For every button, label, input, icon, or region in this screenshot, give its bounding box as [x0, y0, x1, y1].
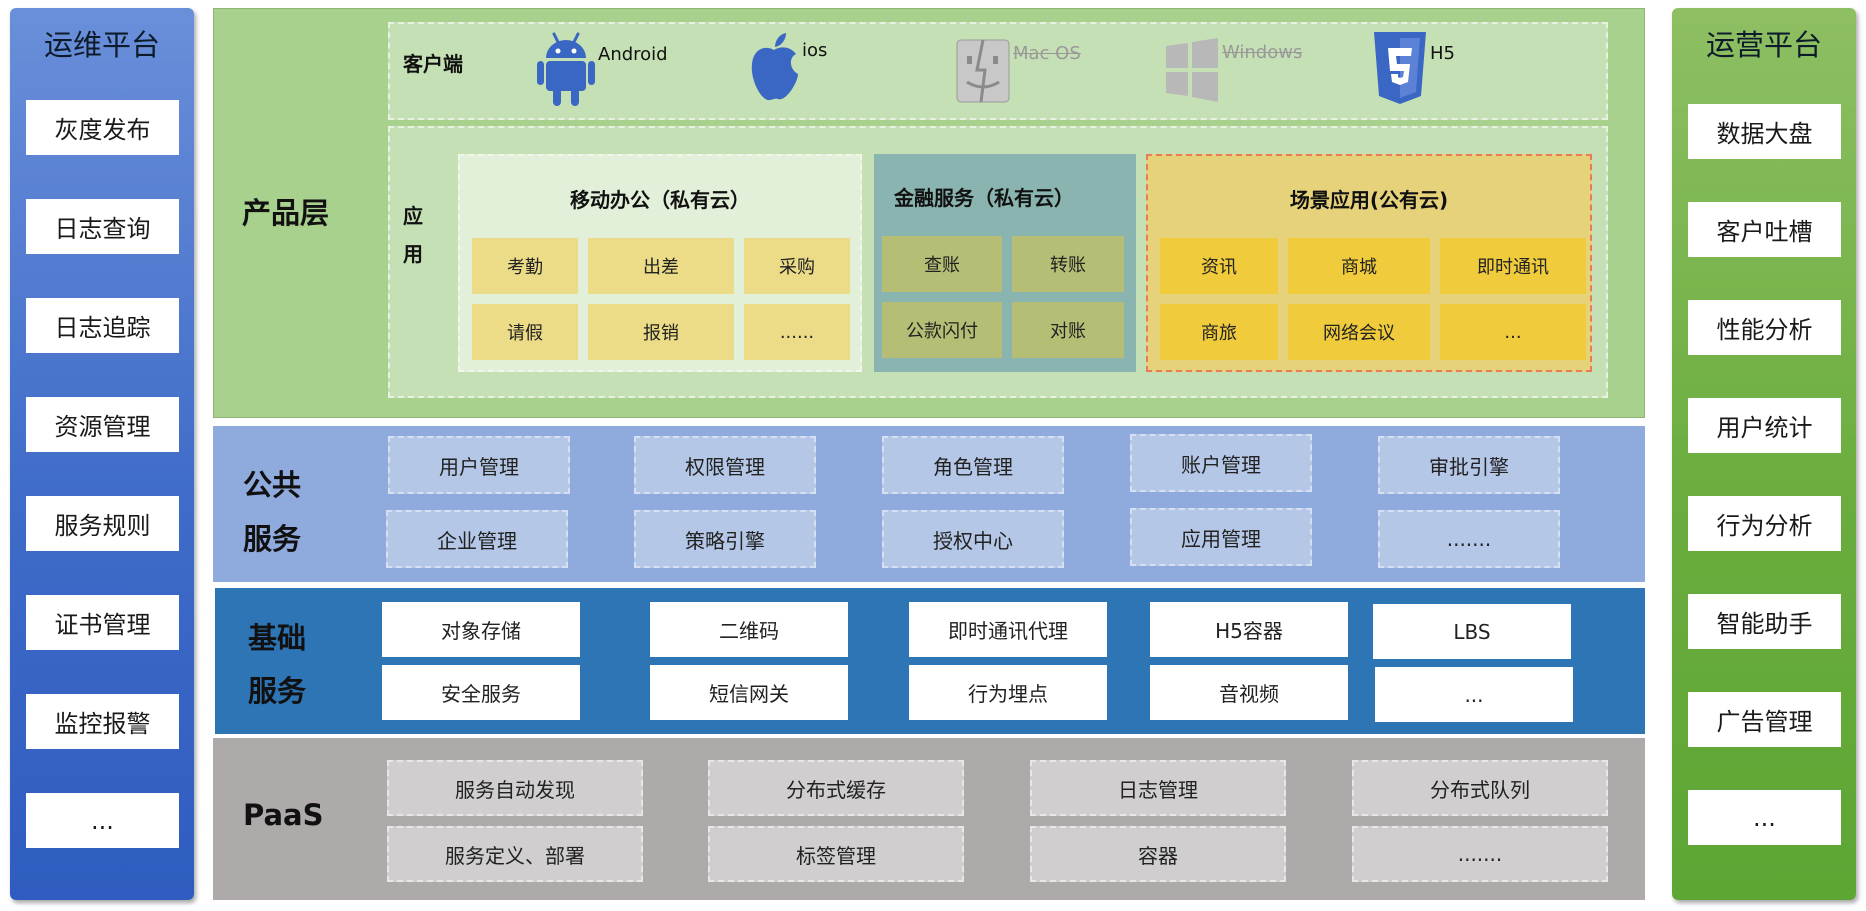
paas-item-log-mgmt[interactable]: 日志管理: [1030, 760, 1286, 816]
op-item-smart-assistant[interactable]: 智能助手: [1688, 594, 1841, 649]
base-item-h5-container[interactable]: H5容器: [1150, 602, 1348, 657]
public-item-app-mgmt[interactable]: 应用管理: [1130, 508, 1312, 566]
scene-item-mall[interactable]: 商城: [1288, 238, 1430, 294]
operation-platform-panel: 运营平台 数据大盘 客户吐槽 性能分析 用户统计 行为分析 智能助手 广告管理 …: [1672, 8, 1856, 900]
client-windows[interactable]: Windows: [1164, 34, 1302, 106]
base-item-qrcode[interactable]: 二维码: [650, 602, 848, 657]
finance-item-transfer[interactable]: 转账: [1012, 236, 1124, 292]
ops-item-monitor-alert[interactable]: 监控报警: [26, 694, 179, 749]
public-item-account-mgmt[interactable]: 账户管理: [1130, 434, 1312, 492]
html5-icon: [1374, 32, 1426, 104]
finance-service-group: 金融服务（私有云） 查账 转账 公款闪付 对账: [874, 154, 1136, 372]
ops-item-resource-mgmt[interactable]: 资源管理: [26, 397, 179, 452]
paas-layer-title: PaaS: [243, 798, 324, 832]
mobile-office-title: 移动办公（私有云）: [570, 188, 750, 212]
finance-item-check-account[interactable]: 查账: [882, 236, 1002, 292]
macos-finder-icon: [956, 39, 1010, 103]
base-item-event-tracking[interactable]: 行为埋点: [909, 665, 1107, 720]
client-h5-label: H5: [1430, 42, 1455, 64]
base-item-lbs[interactable]: LBS: [1373, 604, 1571, 659]
client-macos[interactable]: Mac OS: [955, 34, 1081, 108]
mobile-item-business-trip[interactable]: 出差: [588, 238, 734, 294]
scene-app-group: 场景应用(公有云) 资讯 商城 即时通讯 商旅 网络会议 ...: [1146, 154, 1592, 372]
ops-item-cert-mgmt[interactable]: 证书管理: [26, 595, 179, 650]
op-item-data-dashboard[interactable]: 数据大盘: [1688, 104, 1841, 159]
base-item-object-storage[interactable]: 对象存储: [382, 602, 580, 657]
public-item-more[interactable]: .......: [1378, 510, 1560, 568]
public-item-approval-engine[interactable]: 审批引擎: [1378, 436, 1560, 494]
scene-item-im[interactable]: 即时通讯: [1440, 238, 1586, 294]
windows-icon: [1166, 38, 1218, 102]
finance-item-public-quickpay[interactable]: 公款闪付: [882, 302, 1002, 358]
finance-item-reconcile[interactable]: 对账: [1012, 302, 1124, 358]
public-item-permission-mgmt[interactable]: 权限管理: [634, 436, 816, 494]
app-label-char-1: 应: [403, 204, 423, 228]
mobile-item-more[interactable]: ......: [744, 304, 850, 360]
client-macos-label: Mac OS: [1013, 42, 1081, 64]
mobile-item-leave[interactable]: 请假: [472, 304, 578, 360]
client-windows-label: Windows: [1222, 41, 1303, 63]
base-item-sms-gateway[interactable]: 短信网关: [650, 665, 848, 720]
paas-item-service-discovery[interactable]: 服务自动发现: [387, 760, 643, 816]
client-android[interactable]: Android: [536, 30, 668, 108]
public-service-title-line2: 服务: [243, 522, 302, 556]
public-item-role-mgmt[interactable]: 角色管理: [882, 436, 1064, 494]
base-service-title-line1: 基础: [248, 621, 307, 655]
apple-icon: [751, 33, 798, 101]
paas-item-container[interactable]: 容器: [1030, 826, 1286, 882]
public-item-enterprise-mgmt[interactable]: 企业管理: [386, 510, 568, 568]
op-item-customer-feedback[interactable]: 客户吐槽: [1688, 202, 1841, 257]
paas-item-tag-mgmt[interactable]: 标签管理: [708, 826, 964, 882]
client-h5[interactable]: H5: [1372, 30, 1455, 106]
ops-item-log-trace[interactable]: 日志追踪: [26, 298, 179, 353]
finance-service-title: 金融服务（私有云）: [894, 186, 1074, 210]
client-label: 客户端: [403, 52, 463, 76]
ops-item-gray-release[interactable]: 灰度发布: [26, 100, 179, 155]
client-ios-label: ios: [802, 39, 828, 61]
base-item-security[interactable]: 安全服务: [382, 665, 580, 720]
mobile-item-purchase[interactable]: 采购: [744, 238, 850, 294]
paas-item-more[interactable]: .......: [1352, 826, 1608, 882]
ops-platform-panel: 运维平台 灰度发布 日志查询 日志追踪 资源管理 服务规则 证书管理 监控报警 …: [10, 8, 194, 900]
public-item-user-mgmt[interactable]: 用户管理: [388, 436, 570, 494]
ops-item-log-query[interactable]: 日志查询: [26, 199, 179, 254]
client-ios[interactable]: ios: [748, 32, 827, 104]
paas-item-distributed-queue[interactable]: 分布式队列: [1352, 760, 1608, 816]
operation-platform-title: 运营平台: [1705, 28, 1822, 62]
scene-app-title: 场景应用(公有云): [1289, 188, 1449, 212]
android-icon: [537, 32, 595, 106]
product-layer-title: 产品层: [242, 196, 330, 230]
base-item-audio-video[interactable]: 音视频: [1150, 665, 1348, 720]
mobile-item-attendance[interactable]: 考勤: [472, 238, 578, 294]
base-item-im-proxy[interactable]: 即时通讯代理: [909, 602, 1107, 657]
ops-item-more[interactable]: ...: [26, 793, 179, 848]
paas-item-distributed-cache[interactable]: 分布式缓存: [708, 760, 964, 816]
scene-item-news[interactable]: 资讯: [1160, 238, 1278, 294]
scene-item-business-travel[interactable]: 商旅: [1160, 304, 1278, 360]
op-item-ad-mgmt[interactable]: 广告管理: [1688, 692, 1841, 747]
mobile-item-reimbursement[interactable]: 报销: [588, 304, 734, 360]
mobile-office-group: 移动办公（私有云） 考勤 出差 采购 请假 报销 ......: [458, 154, 862, 372]
base-item-more[interactable]: ...: [1375, 667, 1573, 722]
app-label-char-2: 用: [403, 242, 423, 266]
scene-item-web-meeting[interactable]: 网络会议: [1288, 304, 1430, 360]
public-item-auth-center[interactable]: 授权中心: [882, 510, 1064, 568]
op-item-user-stats[interactable]: 用户统计: [1688, 398, 1841, 453]
op-item-performance-analysis[interactable]: 性能分析: [1688, 300, 1841, 355]
base-service-title-line2: 服务: [248, 674, 307, 708]
paas-item-service-deploy[interactable]: 服务定义、部署: [387, 826, 643, 882]
public-service-title-line1: 公共: [243, 468, 302, 502]
ops-platform-title: 运维平台: [43, 28, 160, 62]
op-item-more[interactable]: ...: [1688, 790, 1841, 845]
public-item-policy-engine[interactable]: 策略引擎: [634, 510, 816, 568]
ops-item-service-rules[interactable]: 服务规则: [26, 496, 179, 551]
client-android-label: Android: [598, 43, 668, 65]
op-item-behavior-analysis[interactable]: 行为分析: [1688, 496, 1841, 551]
scene-item-more[interactable]: ...: [1440, 304, 1586, 360]
